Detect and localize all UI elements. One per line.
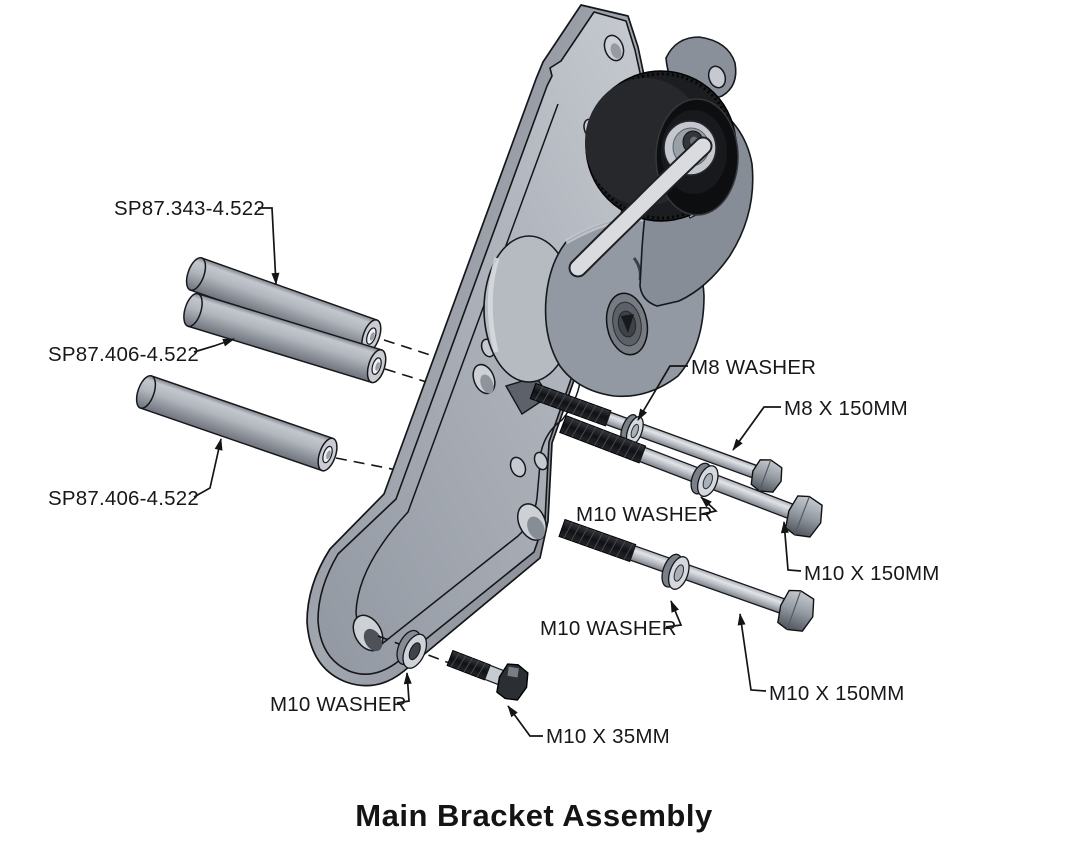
diagram-title: Main Bracket Assembly: [355, 798, 713, 833]
spacer-sp87-406-b: [135, 374, 338, 472]
leader-m8-washer: [637, 365, 688, 421]
spacer-end-left: [135, 374, 157, 410]
plate-hole-top-bore: [610, 43, 622, 59]
callout-m8-bolt: M8 X 150MM: [784, 397, 908, 420]
callout-spacer-406-a: SP87.406-4.522: [48, 343, 199, 366]
bolt-thread-knurl: [563, 521, 634, 560]
callout-m10-washer-3: M10 WASHER: [270, 693, 407, 716]
washer-hole: [630, 423, 640, 439]
belt-tensioner: [483, 36, 754, 398]
bolt-head-highlight: [507, 666, 519, 678]
callout-labels: SP87.343-4.522 SP87.406-4.522 SP87.406-4…: [48, 197, 940, 748]
bolt-head-facet: [786, 590, 802, 630]
bolt-shank: [629, 545, 787, 615]
callout-m8-washer: M8 WASHER: [691, 356, 816, 379]
washer-m10-a: [690, 462, 719, 498]
leader-lines: [193, 207, 802, 737]
callout-m10-washer-2: M10 WASHER: [540, 617, 677, 640]
washer-m10-free: [396, 629, 428, 669]
plate-hole-foot-bore: [363, 628, 383, 652]
bolt-thread-knurl: [564, 418, 642, 461]
bolt-head-facet: [758, 459, 772, 492]
spacer-bore-inner: [326, 450, 331, 460]
leader-spacer-406-a: [193, 338, 235, 353]
leader-m10-washer-1: [700, 496, 718, 515]
bolt-head-facet: [794, 496, 810, 536]
washer-hole: [702, 472, 714, 490]
spacer-bore-inner: [369, 332, 375, 341]
plate-hole-pair-a: [509, 456, 527, 478]
spacer-body: [139, 374, 335, 472]
tensioner-body-highlight: [487, 257, 500, 353]
spacer-bore-inner: [375, 362, 380, 371]
leader-m10-washer-3: [396, 672, 412, 704]
callout-m10-bolt-short: M10 X 35MM: [546, 725, 670, 748]
washer-m10-b: [661, 553, 690, 590]
spacer-sp87-406-a: [183, 292, 387, 384]
tensioner-pivot-cap: [605, 292, 649, 356]
tensioner-spring-arm: [568, 136, 713, 278]
callout-spacer-406-b: SP87.406-4.522: [48, 487, 199, 510]
plate-hole-mid-oval-bore: [480, 374, 494, 394]
bolt-m8x150: [529, 382, 783, 493]
spacer-end-left: [183, 292, 203, 328]
leader-spacer-406-b: [193, 438, 223, 498]
bolt-m10x35: [446, 649, 529, 701]
tensioner-arm-lobe-hole: [707, 65, 727, 89]
callout-spacer-343: SP87.343-4.522: [114, 197, 265, 220]
bolt-thread-knurl: [450, 652, 486, 678]
washer-hole: [408, 642, 421, 661]
bolt-hex-head: [496, 663, 529, 701]
leader-m10-bolt-short: [507, 705, 543, 737]
leader-spacer-343: [258, 207, 280, 285]
bolt-thread-knurl: [534, 385, 604, 423]
spring-arm-band: [570, 138, 711, 276]
bolt-hex-head: [750, 459, 783, 493]
bolt-hex-head: [777, 589, 815, 632]
callout-m10-bolt-1: M10 X 150MM: [804, 562, 940, 585]
leader-m10-bolt-1: [780, 521, 802, 572]
callout-m10-washer-1: M10 WASHER: [576, 503, 713, 526]
leader-m10-bolt-2: [737, 613, 767, 692]
pivot-cap-mark: [621, 314, 634, 333]
leader-m8-bolt: [732, 406, 781, 451]
leader-m10-washer-2: [665, 600, 683, 628]
washer-hole: [673, 564, 685, 582]
plate-hole-pair-b: [533, 451, 549, 471]
bolt-hex-head: [784, 495, 823, 538]
callout-m10-bolt-2: M10 X 150MM: [769, 682, 905, 705]
plate-hole-lower-large-bore: [527, 516, 545, 540]
spacer-end-left: [185, 257, 207, 291]
